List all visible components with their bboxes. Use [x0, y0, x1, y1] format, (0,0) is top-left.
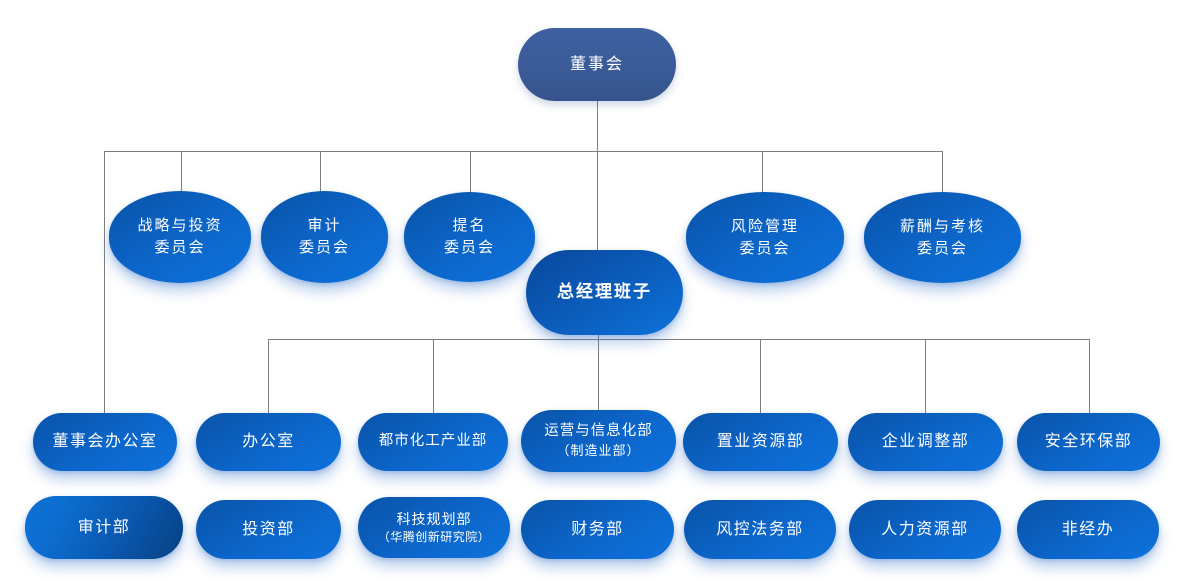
node-label: 审计部 [77, 518, 131, 536]
node-label: 委员会 [298, 239, 350, 256]
node-property-resources-dept: 置业资源部 [683, 413, 838, 471]
connector-line [104, 151, 105, 414]
node-label: 都市化工产业部 [378, 433, 488, 450]
node-board: 董事会 [518, 28, 676, 101]
node-office: 办公室 [196, 413, 341, 471]
node-label: 企业调整部 [881, 433, 970, 451]
connector-line [925, 339, 926, 414]
node-hr-dept: 人力资源部 [849, 500, 1001, 559]
node-nomination-committee: 提名 委员会 [404, 192, 535, 282]
node-label: 战略与投资 [137, 217, 223, 235]
connector-line [942, 151, 943, 193]
connector-line [433, 339, 434, 414]
node-label: 安全环保部 [1044, 433, 1133, 451]
node-tech-planning-dept: 科技规划部 （华腾创新研究院） [358, 497, 510, 558]
node-urban-chemical-industry-dept: 都市化工产业部 [358, 413, 508, 471]
connector-line [597, 101, 598, 151]
connector-line [1089, 339, 1090, 414]
node-risk-management-committee: 风险管理 委员会 [686, 192, 844, 283]
node-strategy-investment-committee: 战略与投资 委员会 [109, 191, 251, 283]
node-label: 委员会 [916, 239, 968, 257]
node-audit-committee: 审计 委员会 [261, 191, 388, 283]
connector-line [762, 151, 763, 194]
node-label: 薪酬与考核 [899, 217, 985, 235]
node-label: 运营与信息化部 [544, 423, 653, 440]
node-label: 非经办 [1061, 520, 1115, 538]
node-enterprise-adjustment-dept: 企业调整部 [848, 413, 1003, 471]
node-label: 总经理班子 [557, 282, 652, 302]
node-label: 委员会 [739, 239, 791, 257]
node-label: 办公室 [242, 433, 295, 451]
node-investment-dept: 投资部 [196, 500, 341, 559]
node-board-office: 董事会办公室 [33, 413, 177, 471]
node-label: 风险管理 [730, 217, 799, 235]
node-sublabel: （制造业部） [556, 443, 641, 459]
node-label: 科技规划部 [396, 510, 472, 527]
node-label: 风控法务部 [716, 520, 804, 538]
node-label: 委员会 [154, 239, 206, 256]
node-label: 人力资源部 [881, 520, 969, 538]
node-label: 审计 [307, 217, 342, 235]
connector-line [598, 332, 599, 413]
connector-line [268, 339, 1089, 340]
node-non-operating-office: 非经办 [1017, 500, 1159, 559]
node-general-manager-team: 总经理班子 [526, 250, 683, 335]
node-label: 置业资源部 [716, 433, 805, 451]
connector-line [470, 151, 471, 194]
node-operations-informatization-dept: 运营与信息化部 （制造业部） [521, 410, 676, 472]
connector-line [268, 339, 269, 414]
connector-line [320, 151, 321, 193]
connector-line [181, 151, 182, 193]
node-safety-environment-dept: 安全环保部 [1017, 413, 1160, 471]
node-label: 财务部 [571, 520, 624, 538]
node-audit-dept: 审计部 [25, 496, 183, 559]
node-label: 投资部 [242, 520, 295, 538]
node-label: 董事会 [569, 55, 624, 73]
node-compensation-assessment-committee: 薪酬与考核 委员会 [864, 192, 1021, 283]
node-finance-dept: 财务部 [521, 500, 674, 559]
node-label: 提名 [452, 217, 487, 235]
node-label: 委员会 [443, 239, 495, 256]
node-risk-legal-dept: 风控法务部 [684, 500, 836, 559]
connector-line [104, 151, 942, 152]
node-sublabel: （华腾创新研究院） [377, 529, 491, 544]
node-label: 董事会办公室 [52, 433, 158, 451]
connector-line [760, 339, 761, 414]
connector-line [597, 151, 598, 250]
